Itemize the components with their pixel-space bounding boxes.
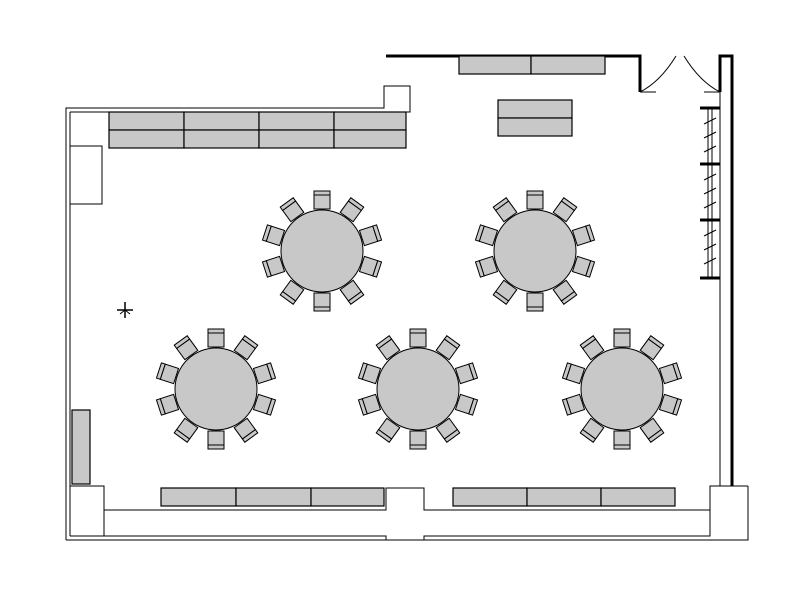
chair (492, 279, 518, 305)
chair (375, 417, 401, 443)
chair (571, 255, 596, 278)
chair (639, 417, 665, 443)
chair (358, 255, 383, 278)
chair (233, 417, 259, 443)
chair (155, 393, 180, 416)
plant-icon (117, 302, 133, 318)
chair (358, 224, 383, 247)
table-top (174, 347, 258, 431)
round-table-1 (261, 190, 383, 312)
chair (526, 292, 544, 312)
chair (613, 328, 631, 348)
chair (207, 328, 225, 348)
chair (579, 335, 605, 361)
serving-table-top (497, 99, 573, 137)
chair (279, 197, 305, 223)
chair (435, 335, 461, 361)
chair (526, 190, 544, 210)
table-top (580, 347, 664, 431)
chair (313, 190, 331, 210)
chair (313, 292, 331, 312)
coat-rack-icon (700, 106, 720, 280)
left-wall-counter (71, 409, 91, 485)
room-walls (65, 54, 749, 541)
door-icon (639, 55, 721, 93)
chair (173, 417, 199, 443)
chair (339, 197, 365, 223)
chair (233, 335, 259, 361)
chair (261, 224, 286, 247)
chair (207, 430, 225, 450)
chair (279, 279, 305, 305)
chair (261, 255, 286, 278)
chair (561, 362, 586, 385)
table-top (280, 209, 364, 293)
chair (375, 335, 401, 361)
round-table-3 (155, 328, 277, 450)
chair (561, 393, 586, 416)
round-table-2 (474, 190, 596, 312)
chair (155, 362, 180, 385)
chair (252, 393, 277, 416)
chair (357, 362, 382, 385)
chair (552, 279, 578, 305)
chair (613, 430, 631, 450)
chair (339, 279, 365, 305)
buffet-counter-bottom-left (160, 487, 385, 507)
chair (454, 362, 479, 385)
chair (658, 393, 683, 416)
chair (571, 224, 596, 247)
chair (579, 417, 605, 443)
round-table-5 (561, 328, 683, 450)
left-wall-panel (69, 145, 103, 205)
chair (658, 362, 683, 385)
chair (409, 328, 427, 348)
buffet-counter-bottom-right (452, 487, 676, 507)
chair (492, 197, 518, 223)
table-top (493, 209, 577, 293)
chair (474, 224, 499, 247)
chair (474, 255, 499, 278)
chair (357, 393, 382, 416)
round-table-4 (357, 328, 479, 450)
chair (454, 393, 479, 416)
chair (173, 335, 199, 361)
chair (639, 335, 665, 361)
table-top (376, 347, 460, 431)
chair (252, 362, 277, 385)
wall-counter-top (458, 55, 606, 75)
chair (409, 430, 427, 450)
buffet-counter-top-left (108, 111, 407, 149)
round-tables (155, 190, 683, 450)
chair (435, 417, 461, 443)
chair (552, 197, 578, 223)
